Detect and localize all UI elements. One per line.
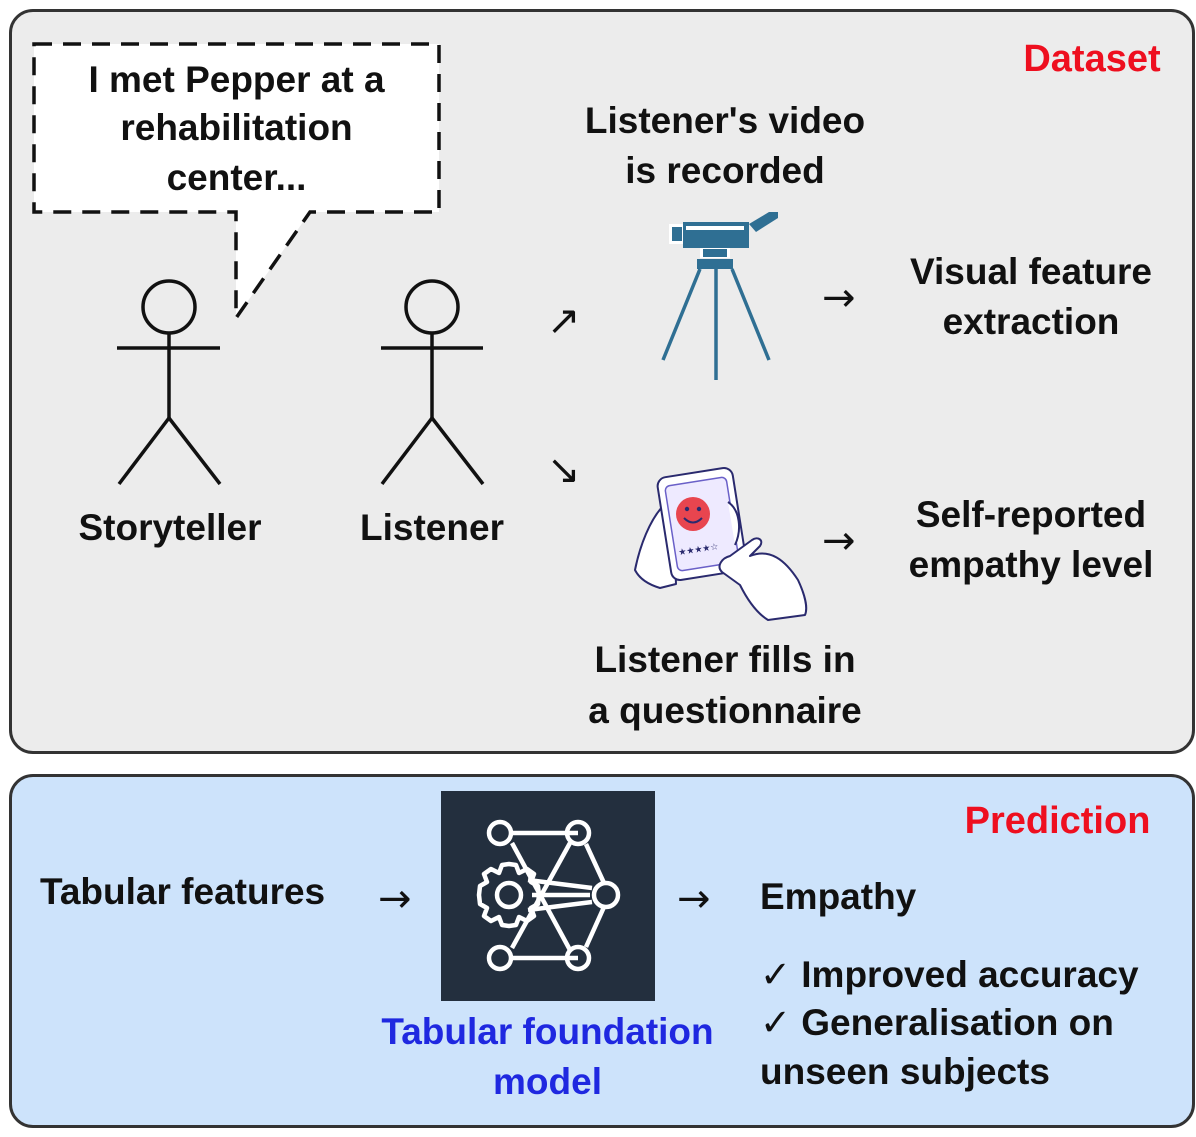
empathy-output-label: Empathy: [760, 876, 917, 917]
model-label-line-2: model: [493, 1061, 602, 1102]
arrow-right-icon: →: [822, 518, 856, 564]
speech-line-3: center...: [166, 157, 307, 198]
arrow-right-icon: →: [677, 876, 711, 922]
visual-feature-line-2: extraction: [942, 301, 1120, 342]
benefit-accuracy: ✓ Improved accuracy: [760, 954, 1139, 995]
self-report-line-2: empathy level: [908, 544, 1154, 585]
questionnaire-caption-line-2: a questionnaire: [588, 690, 862, 731]
benefit-generalisation: ✓ Generalisation on: [760, 1002, 1114, 1043]
storyteller-label: Storyteller: [78, 507, 262, 548]
video-caption-line-2: is recorded: [625, 150, 825, 191]
speech-line-1: I met Pepper at a: [88, 59, 385, 100]
arrow-down-right-icon: ↘: [547, 447, 581, 493]
listener-label: Listener: [360, 507, 504, 548]
tabular-features-label: Tabular features: [40, 871, 326, 912]
self-report-line-1: Self-reported: [915, 494, 1147, 535]
dataset-title: Dataset: [1023, 38, 1161, 80]
video-caption-line-1: Listener's video: [584, 100, 866, 141]
model-label-line-1: Tabular foundation: [381, 1011, 714, 1052]
visual-feature-line-1: Visual feature: [910, 251, 1152, 292]
arrow-right-icon: →: [378, 876, 412, 922]
prediction-title: Prediction: [964, 800, 1151, 842]
benefit-unseen-subjects: unseen subjects: [760, 1051, 1050, 1092]
arrow-right-icon: →: [822, 275, 856, 321]
questionnaire-caption-line-1: Listener fills in: [594, 639, 856, 680]
arrow-up-right-icon: ↗: [547, 298, 581, 344]
speech-line-2: rehabilitation: [120, 107, 353, 148]
